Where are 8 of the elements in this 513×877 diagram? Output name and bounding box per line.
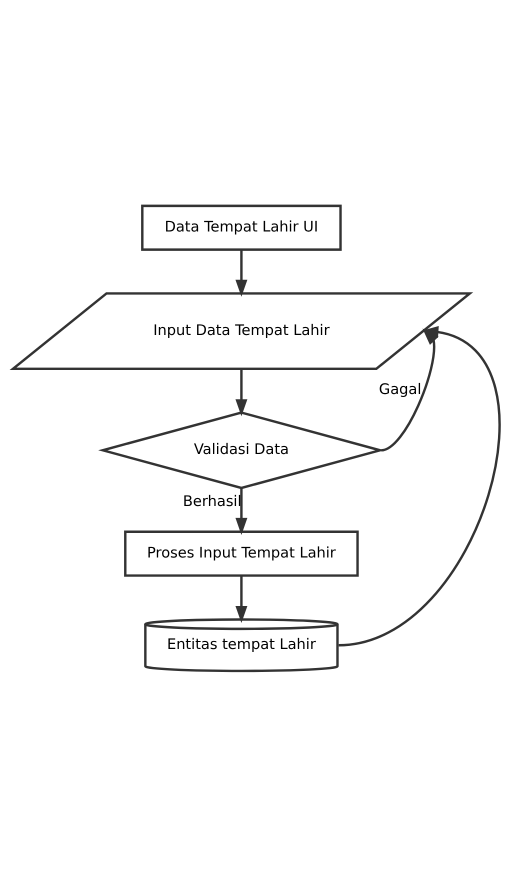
node-box: Data Tempat Lahir UI [141, 204, 342, 251]
arrow [235, 576, 248, 623]
edge-label: Gagal [378, 381, 422, 398]
arrow [235, 488, 248, 535]
edge-label: Berhasil [182, 493, 242, 510]
arrow [235, 368, 248, 416]
arrow [235, 250, 248, 297]
node-box: Proses Input Tempat Lahir [124, 530, 359, 577]
